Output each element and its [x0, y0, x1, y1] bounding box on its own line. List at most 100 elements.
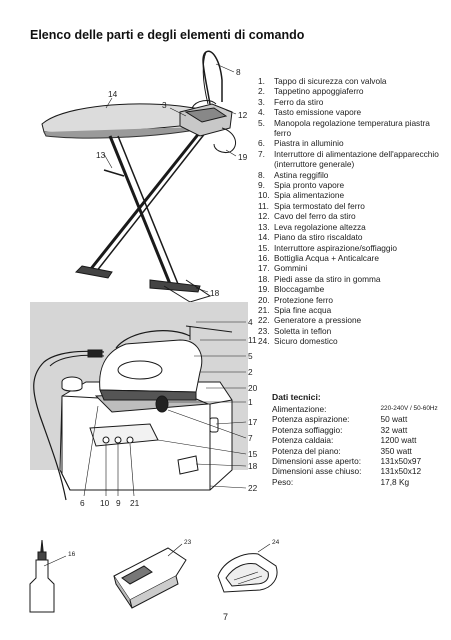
- parts-list-number: 18.: [258, 273, 270, 284]
- technical-data-value: 50 watt: [380, 414, 408, 425]
- callout-13: 13: [96, 150, 106, 160]
- water-bottle-illustration: [29, 539, 67, 613]
- parts-list-item: 18. Piedi asse da stiro in gomma: [258, 274, 444, 284]
- technical-data-row: Potenza aspirazione:50 watt: [272, 414, 448, 424]
- parts-list-item: 20. Protezione ferro: [258, 295, 444, 305]
- parts-list-text: Bloccagambe: [274, 284, 325, 295]
- technical-data-row: Dimensioni asse aperto:131x50x97: [272, 456, 448, 466]
- technical-data-label: Potenza caldaia:: [272, 435, 334, 446]
- parts-list-item: 7.Interruttore di alimentazione dell'app…: [258, 149, 444, 170]
- home-safe-illustration: [217, 543, 278, 593]
- parts-list-number: 17.: [258, 263, 270, 274]
- parts-list-item: 1. Tappo di sicurezza con valvola: [258, 76, 444, 86]
- parts-list-item: 15.Interruttore aspirazione/soffiaggio: [258, 243, 444, 253]
- parts-list-text: Protezione ferro: [274, 294, 334, 305]
- parts-list-text: Leva regolazione altezza: [274, 221, 366, 232]
- parts-list-text: Gommini: [274, 263, 308, 274]
- parts-list-number: 21.: [258, 304, 270, 315]
- parts-list-number: 19.: [258, 284, 270, 295]
- parts-list-item: 2. Tappetino appoggiaferro: [258, 86, 444, 96]
- parts-list-text: Ferro da stiro: [274, 96, 324, 107]
- technical-data-value: 131x50x12: [380, 466, 422, 477]
- parts-list-number: 22.: [258, 315, 270, 326]
- callout-16: 16: [68, 551, 76, 558]
- parts-list-item: 23.Soletta in teflon: [258, 326, 444, 336]
- steam-generator-illustration: [30, 302, 248, 501]
- technical-data-row: Potenza caldaia: 1200 watt: [272, 435, 448, 445]
- callout-1: 1: [248, 397, 253, 407]
- technical-data-label: Dimensioni asse chiuso:: [272, 466, 362, 477]
- parts-list-number: 10.: [258, 190, 270, 201]
- ironing-board-illustration: [41, 50, 237, 303]
- parts-list-number: 6.: [258, 138, 265, 149]
- parts-list-text: Generatore a pressione: [274, 315, 362, 326]
- parts-list-number: 24.: [258, 336, 270, 347]
- parts-list-item: 6. Piastra in alluminio: [258, 138, 444, 148]
- parts-list-text: Piedi asse da stiro in gomma: [274, 273, 381, 284]
- parts-list-text: Tappetino appoggiaferro: [274, 86, 364, 97]
- callout-11: 11: [248, 335, 257, 345]
- parts-list-number: 2.: [258, 86, 265, 97]
- callout-15: 15: [248, 449, 258, 459]
- parts-list-item: 13.Leva regolazione altezza: [258, 222, 444, 232]
- technical-data-row: Potenza soffiaggio:32 watt: [272, 425, 448, 435]
- callout-17: 17: [248, 417, 258, 427]
- technical-data-value: 1200 watt: [380, 435, 417, 446]
- technical-data-label: Peso:: [272, 476, 294, 487]
- parts-list-number: 20.: [258, 294, 270, 305]
- callout-12: 12: [238, 110, 248, 120]
- technical-data-value: 17,8 Kg: [380, 476, 410, 487]
- teflon-soleplate-illustration: [113, 543, 187, 609]
- callout-22: 22: [248, 483, 258, 493]
- parts-list-item: 9. Spia pronto vapore: [258, 180, 444, 190]
- parts-list-item: 16.Bottiglia Acqua + Anticalcare: [258, 253, 444, 263]
- callout-24: 24: [272, 539, 280, 546]
- parts-list-text: Tappo di sicurezza con valvola: [274, 76, 387, 86]
- parts-list-item: 12. Cavo del ferro da stiro: [258, 211, 444, 221]
- parts-list-number: 4.: [258, 107, 265, 118]
- parts-list-text: Interruttore di alimentazione dell'appar…: [274, 148, 439, 170]
- parts-list-number: 12.: [258, 211, 270, 222]
- callout-19: 19: [238, 152, 248, 162]
- technical-data-label: Potenza soffiaggio:: [272, 424, 343, 435]
- parts-list-text: Spia fine acqua: [274, 304, 332, 315]
- technical-data-label: Alimentazione:: [272, 404, 327, 414]
- parts-list-item: 5.Manopola regolazione temperatura piast…: [258, 118, 444, 139]
- parts-list-item: 4.Tasto emissione vapore: [258, 107, 444, 117]
- technical-data-row: Dimensioni asse chiuso: 131x50x12: [272, 466, 448, 476]
- parts-list-text: Piano da stiro riscaldato: [274, 232, 363, 243]
- parts-list-number: 1.: [258, 76, 265, 86]
- page-number: 7: [222, 612, 228, 622]
- parts-list-text: Astina reggifilo: [274, 169, 329, 180]
- parts-list-text: Spia termostato del ferro: [274, 200, 365, 211]
- parts-list-item: 22. Generatore a pressione: [258, 315, 444, 325]
- parts-list-number: 9.: [258, 180, 265, 191]
- callout-20: 20: [248, 383, 258, 393]
- parts-list-item: 3.Ferro da stiro: [258, 97, 444, 107]
- technical-data-value: 131x50x97: [380, 456, 422, 467]
- parts-list-text: Spia alimentazione: [274, 190, 345, 201]
- callout-7: 7: [248, 433, 253, 443]
- parts-list-text: Sicuro domestico: [274, 336, 338, 347]
- parts-list-number: 8.: [258, 169, 265, 180]
- callout-21: 21: [130, 498, 140, 508]
- parts-list-number: 5.: [258, 117, 265, 128]
- technical-data-row: Potenza del piano:350 watt: [272, 446, 448, 456]
- callout-18-board: 18: [210, 288, 220, 298]
- parts-list-text: Piastra in alluminio: [274, 138, 344, 149]
- parts-list-number: 11.: [258, 200, 269, 211]
- parts-list-text: Spia pronto vapore: [274, 180, 345, 191]
- callout-2: 2: [248, 367, 253, 377]
- technical-data-row: Alimentazione:220-240V / 50-60Hz: [272, 404, 448, 414]
- callout-3: 3: [162, 100, 167, 110]
- parts-list-text: Cavo del ferro da stiro: [274, 211, 356, 222]
- technical-data-value: 350 watt: [380, 445, 412, 456]
- callout-6: 6: [80, 498, 85, 508]
- parts-list-item: 14.Piano da stiro riscaldato: [258, 232, 444, 242]
- technical-data-row: Peso: 17,8 Kg: [272, 477, 448, 487]
- callout-4: 4: [248, 317, 253, 327]
- parts-list-item: 24. Sicuro domestico: [258, 336, 444, 346]
- callout-18: 18: [248, 461, 258, 471]
